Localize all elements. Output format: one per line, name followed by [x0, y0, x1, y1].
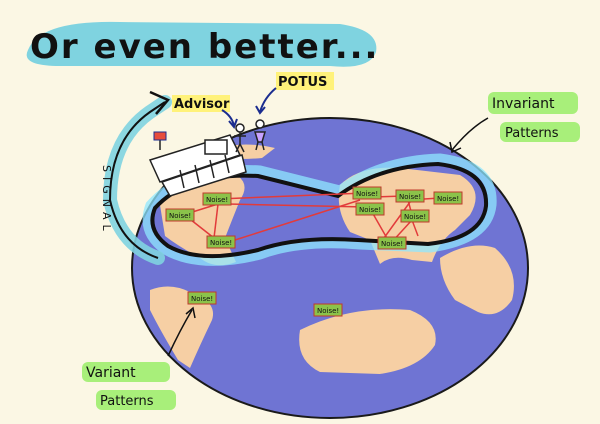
noise-text: Noise!: [404, 213, 426, 221]
invariant-text-1: Invariant: [492, 96, 555, 112]
noise-box: Noise!: [313, 303, 343, 317]
title-group: Or even better...: [26, 21, 379, 67]
noise-box: Noise!: [395, 189, 425, 203]
noise-text: Noise!: [359, 206, 381, 214]
noise-text: Noise!: [206, 196, 228, 204]
potus-text: POTUS: [278, 75, 327, 90]
white-house-icon: [148, 131, 247, 197]
noise-text: Noise!: [169, 212, 191, 220]
advisor-label: Advisor: [172, 95, 230, 112]
noise-box: Noise!: [352, 186, 382, 200]
variant-text-1: Variant: [86, 365, 136, 381]
variant-arrow: [167, 309, 193, 357]
invariant-arrow: [451, 117, 489, 151]
noise-box: Noise!: [400, 209, 430, 223]
variant-text-2: Patterns: [100, 394, 154, 409]
noise-text: Noise!: [191, 295, 213, 303]
title-highlight: [26, 21, 377, 67]
svg-text:SIGNAL: SIGNAL: [100, 165, 113, 236]
noise-box: Noise!: [187, 291, 217, 305]
noise-box: Noise!: [206, 235, 236, 249]
title-text: Or even better...: [30, 27, 379, 67]
potus-figure: [253, 119, 267, 151]
potus-label: POTUS: [276, 72, 334, 90]
invariant-label: Invariant Patterns: [488, 92, 580, 142]
advisor-figure: [234, 123, 246, 153]
noise-text: Noise!: [381, 240, 403, 248]
advisor-arrow: [221, 109, 235, 127]
invariant-outline: [150, 161, 489, 259]
noise-text: Noise!: [437, 195, 459, 203]
signal-text: SIGNAL: [100, 165, 113, 236]
variant-label: Variant Patterns: [82, 362, 176, 410]
invariant-glow-band: [142, 153, 497, 266]
noise-boxes: Noise! Noise! Noise! Noise! Noise! Noise…: [165, 186, 463, 317]
noise-box: Noise!: [165, 208, 195, 222]
noise-box: Noise!: [377, 236, 407, 250]
noise-text: Noise!: [399, 193, 421, 201]
noise-text: Noise!: [210, 239, 232, 247]
noise-box: Noise!: [433, 191, 463, 205]
noise-box: Noise!: [355, 202, 385, 216]
noise-box: Noise!: [202, 192, 232, 206]
noise-text: Noise!: [356, 190, 378, 198]
potus-arrow: [259, 87, 277, 113]
land-australia-right: [440, 245, 514, 315]
signal-arrow: SIGNAL: [100, 90, 172, 265]
invariant-text-2: Patterns: [505, 126, 559, 141]
noise-text: Noise!: [317, 307, 339, 315]
land-antarctica-bottom: [299, 309, 436, 374]
advisor-text: Advisor: [174, 97, 230, 112]
